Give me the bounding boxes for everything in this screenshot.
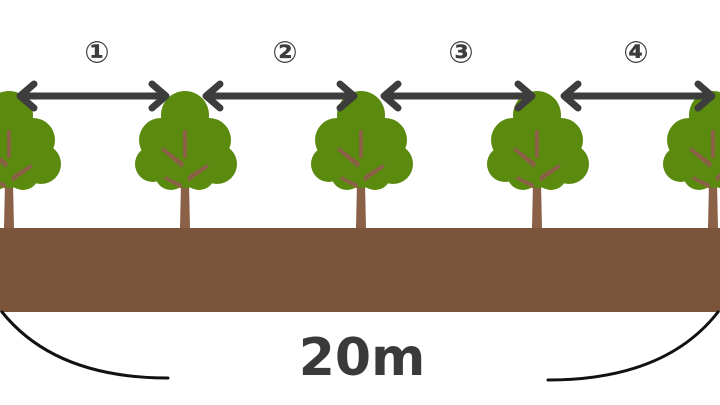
distance-brace-left	[0, 310, 170, 380]
tree-icon	[663, 91, 720, 228]
tree-icon	[0, 91, 61, 228]
interval-arrows	[16, 80, 716, 112]
tree-icon	[311, 91, 413, 228]
interval-labels: ① ② ③ ④	[84, 36, 648, 71]
tree-row	[0, 91, 720, 228]
double-arrow-icon	[16, 80, 170, 112]
double-arrow-icon	[380, 80, 536, 112]
interval-label-3: ③	[448, 36, 473, 71]
interval-label-2: ②	[272, 36, 297, 71]
distance-brace	[0, 310, 720, 382]
double-arrow-icon	[560, 80, 716, 112]
tree-icon	[487, 91, 589, 228]
tree-icon	[135, 91, 237, 228]
double-arrow-icon	[202, 80, 358, 112]
ground-strip	[0, 228, 720, 312]
distance-brace-right	[546, 310, 720, 382]
distance-label: 20m	[299, 328, 426, 388]
interval-label-4: ④	[623, 36, 648, 71]
interval-label-1: ①	[84, 36, 109, 71]
